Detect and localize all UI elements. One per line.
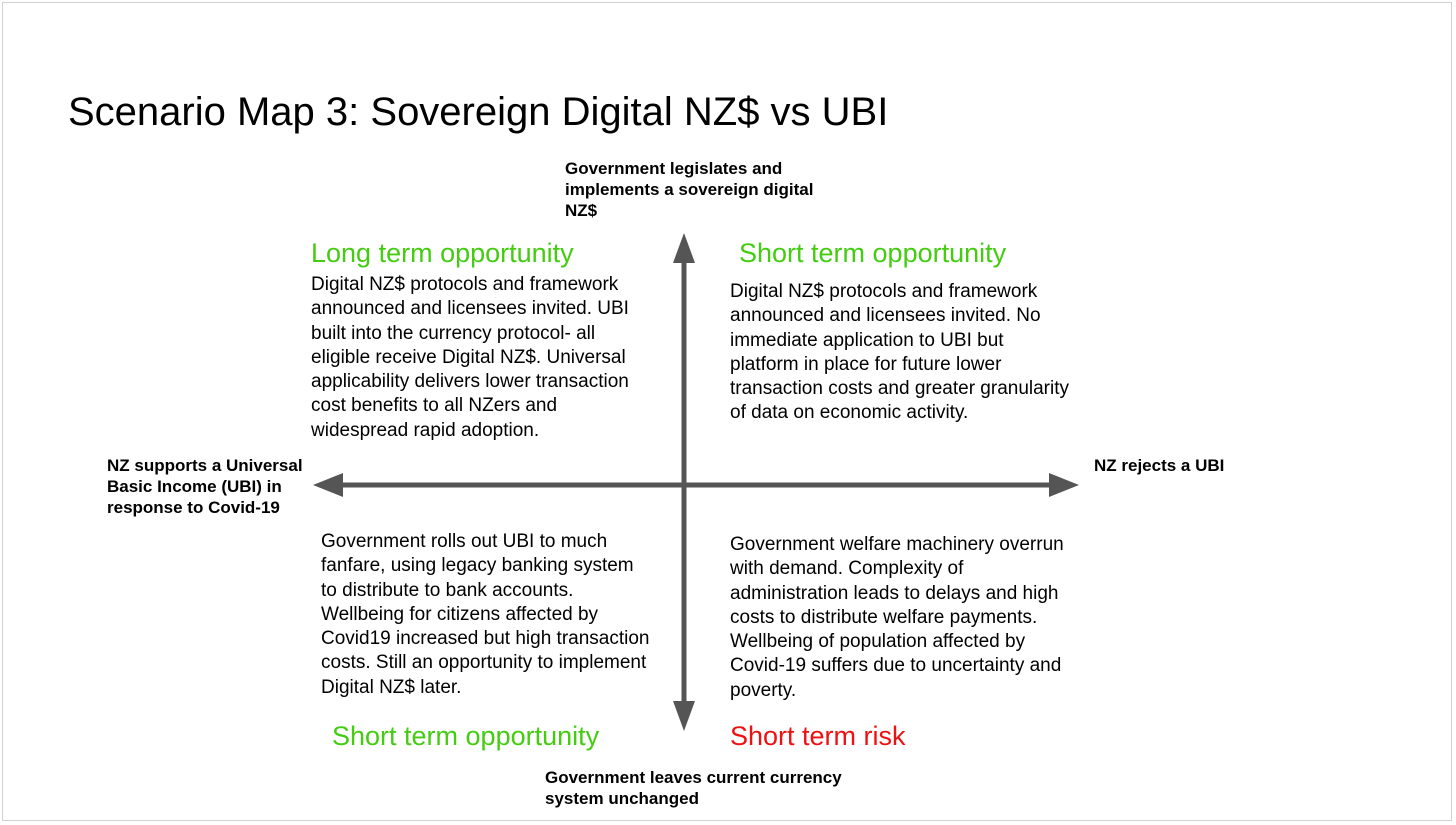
axis-label-bottom: Government leaves current currency syste… [545, 768, 842, 808]
quadrant-bottom-left-body: Government rolls out UBI to much fanfare… [321, 531, 650, 698]
quadrant-top-right-heading: Short term opportunity [739, 238, 1007, 268]
axis-label-left: NZ supports a Universal Basic Income (UB… [107, 456, 303, 517]
quadrant-bottom-right-heading: Short term risk [730, 721, 906, 751]
quadrant-bottom-left-heading: Short term opportunity [332, 721, 600, 751]
axis-arrow-down [673, 701, 695, 731]
quadrant-bottom-right-body: Government welfare machinery overrun wit… [730, 534, 1064, 701]
axis-arrow-up [673, 233, 695, 263]
axis-label-top: Government legislates and implements a s… [565, 159, 814, 220]
quadrant-top-left-body: Digital NZ$ protocols and framework anno… [311, 274, 629, 441]
quadrant-top-left-heading: Long term opportunity [311, 238, 574, 268]
axis-arrow-right [1049, 473, 1079, 497]
axis-arrow-left [313, 473, 343, 497]
axis-label-right: NZ rejects a UBI [1094, 456, 1225, 475]
quadrant-top-right-body: Digital NZ$ protocols and framework anno… [730, 281, 1070, 424]
page-title: Scenario Map 3: Sovereign Digital NZ$ vs… [68, 90, 889, 134]
